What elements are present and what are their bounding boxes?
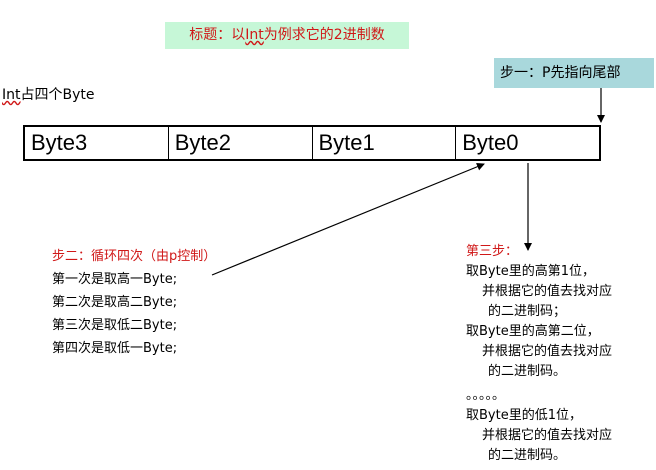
diagram-title: 标题：以Int为例求它的2进制数 (165, 22, 409, 49)
int-label-rest: 占四个Byte (20, 87, 95, 103)
title-prefix: 标题：以 (189, 27, 246, 43)
title-int: Int (245, 27, 264, 43)
int-size-label: Int占四个Byte (2, 86, 95, 104)
step3-line: 并根据它的值去找对应 (482, 428, 613, 443)
step2-line: 第四次是取低一Byte; (52, 341, 178, 356)
step3-line: 取Byte里的高第1位， (466, 264, 595, 279)
step2-line: 第二次是取高二Byte; (52, 295, 178, 310)
step3-line: 的二进制码。 (488, 364, 567, 379)
byte-cell-3: Byte3 (25, 127, 169, 159)
step2-list: 第一次是取高一Byte; 第二次是取高二Byte; 第三次是取低二Byte; 第… (52, 268, 177, 360)
step3-block: 第三步： 取Byte里的高第1位， 并根据它的值去找对应 的二进制码； 取Byt… (466, 242, 612, 466)
step3-heading: 第三步： (466, 244, 519, 259)
byte-cell-0: Byte0 (462, 130, 519, 155)
step3-line: 并根据它的值去找对应 (482, 344, 613, 359)
step2-arrow (211, 162, 485, 276)
step2-line: 第三次是取低二Byte; (52, 318, 178, 333)
step3-line: 的二进制码。 (488, 448, 567, 463)
byte-cell-1: Byte1 (313, 127, 457, 159)
byte-row: Byte3 Byte2 Byte1 Byte0 (23, 125, 601, 161)
step3-line: 取Byte里的低1位， (466, 408, 582, 423)
step3-line: 的二进制码； (488, 304, 567, 319)
step3-ellipsis: 。。。。。 (466, 388, 506, 403)
step2-line: 第一次是取高一Byte; (52, 272, 178, 287)
step1-label: 步一：P先指向尾部 (494, 58, 654, 88)
step2-heading: 步二：循环四次（由p控制） (52, 249, 217, 264)
int-label-underlined: Int (2, 87, 21, 103)
title-suffix: 为例求它的2进制数 (263, 27, 385, 43)
step3-line: 并根据它的值去找对应 (482, 284, 613, 299)
step3-line: 取Byte里的高第二位， (466, 324, 600, 339)
byte-cell-2: Byte2 (169, 127, 313, 159)
